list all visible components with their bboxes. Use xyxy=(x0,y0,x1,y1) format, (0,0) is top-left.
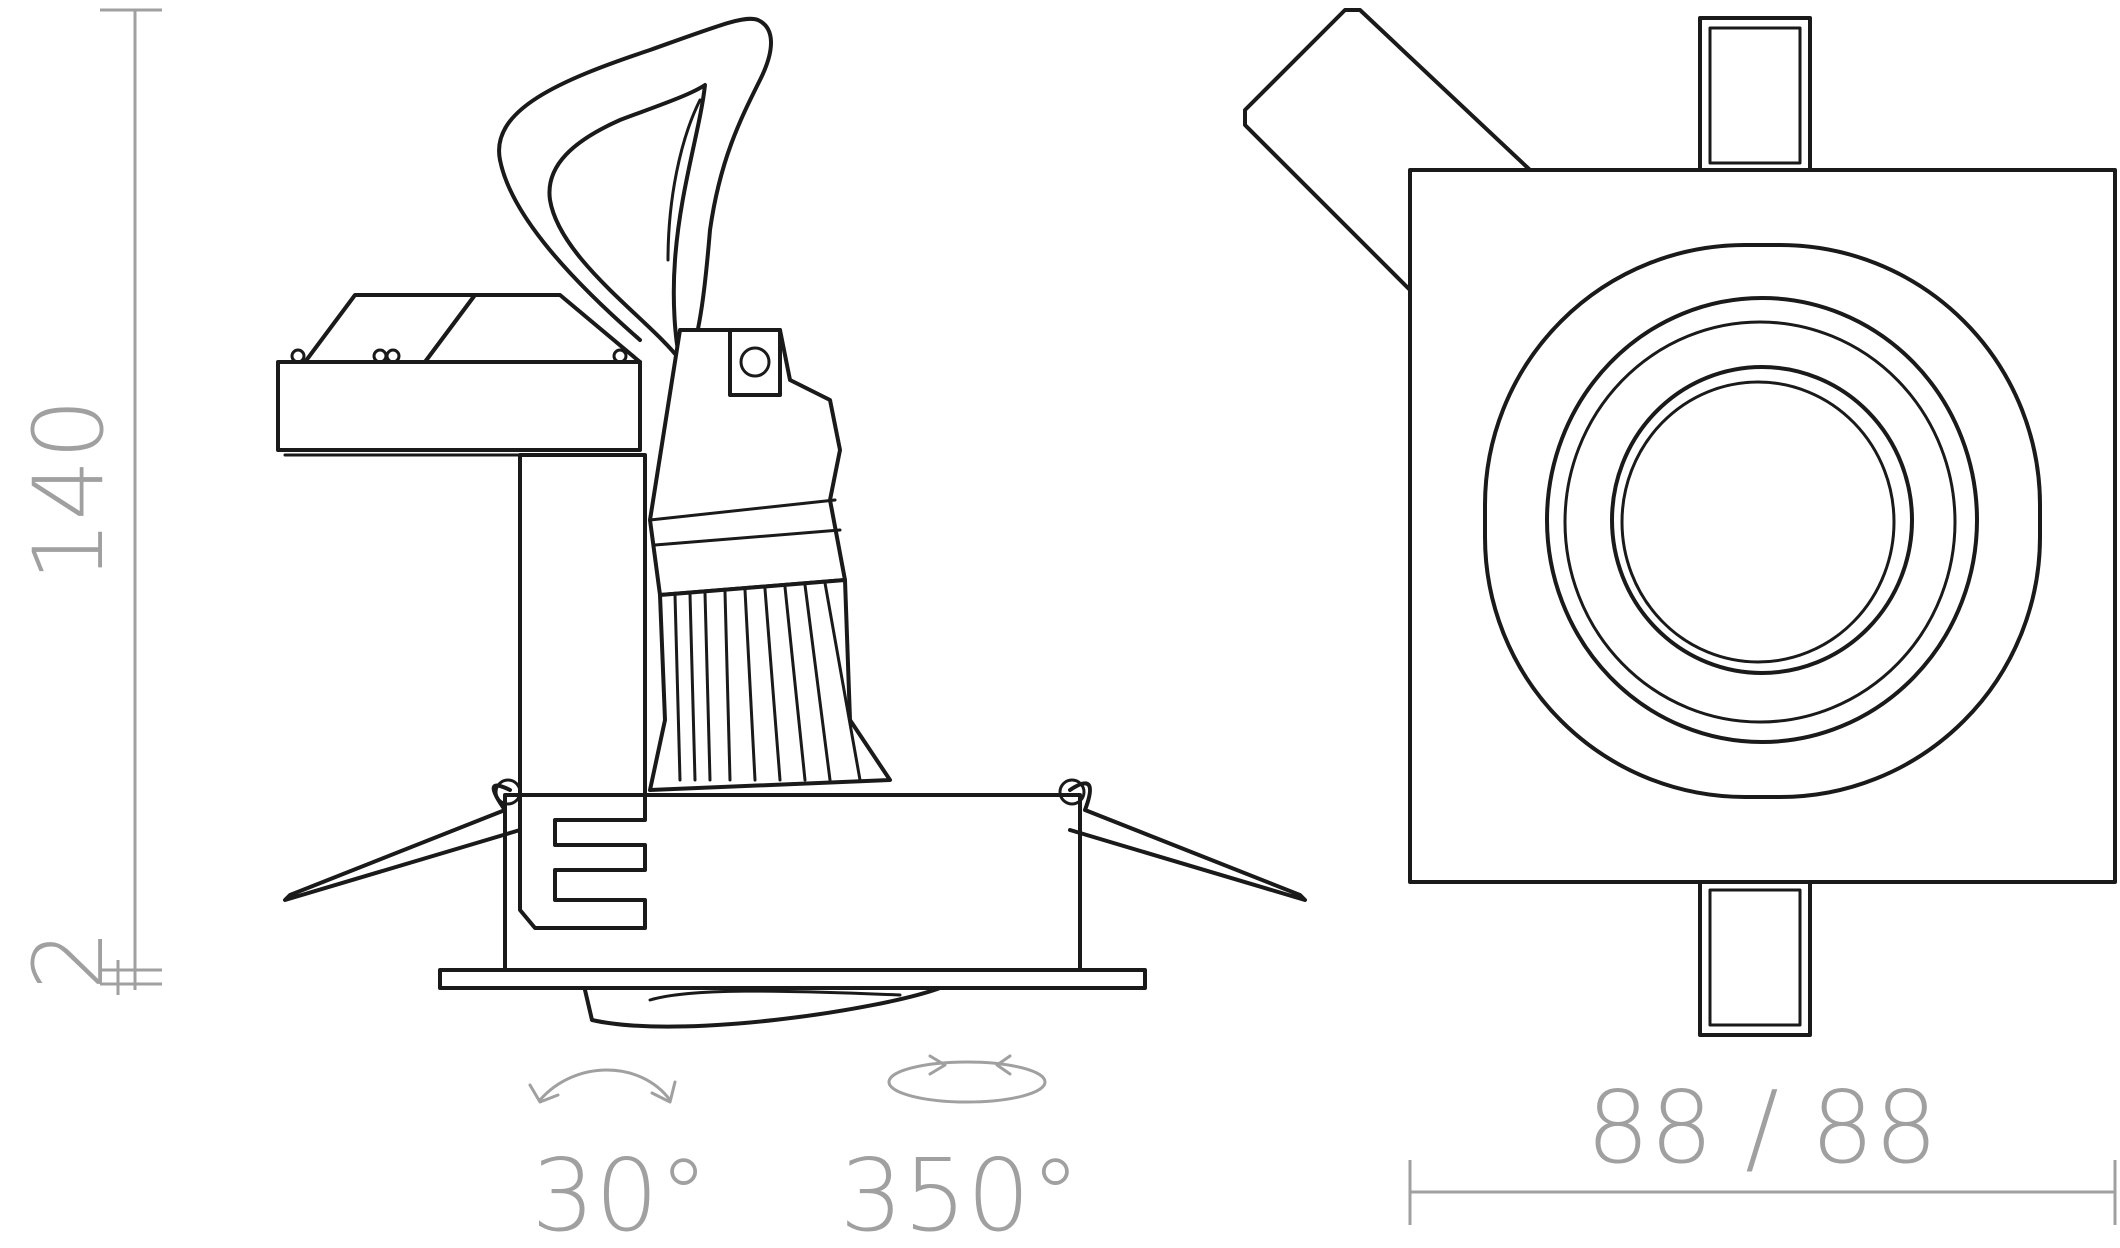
spring-tab-bottom xyxy=(1698,878,1812,1037)
rotation-value: 350° xyxy=(840,1137,1081,1248)
height-dimension: 140 2 xyxy=(13,8,162,995)
lamp-socket xyxy=(648,328,847,597)
rotation-ellipse-icon xyxy=(887,1054,1047,1104)
lamp-heatsink xyxy=(648,578,892,792)
cable xyxy=(497,16,773,362)
bezel-ring xyxy=(1545,296,1979,744)
tilted-bezel xyxy=(583,986,942,1029)
rim-thickness-value: 2 xyxy=(13,929,125,990)
tilt-value: 30° xyxy=(531,1137,708,1248)
spring-clip-right xyxy=(1068,781,1307,902)
rim xyxy=(438,968,1147,990)
square-plate xyxy=(1408,168,2117,884)
terminal-box xyxy=(276,360,642,452)
cable-inner xyxy=(547,83,707,362)
spring-tab-top xyxy=(1698,16,1812,175)
tilt-arc-icon xyxy=(528,1068,677,1104)
lens xyxy=(1610,365,1914,675)
front-view xyxy=(1243,8,2117,1037)
width-dimension: 88 / 88 xyxy=(1408,1069,2117,1225)
height-value: 140 xyxy=(13,398,125,581)
rotation-adjustment: 350° xyxy=(840,1054,1081,1248)
spring-clip-left xyxy=(283,783,522,902)
width-value: 88 / 88 xyxy=(1586,1069,1938,1186)
housing xyxy=(503,793,1082,972)
side-view xyxy=(276,16,1307,1029)
tilt-adjustment: 30° xyxy=(528,1068,709,1248)
bezel-outer xyxy=(1483,243,2042,799)
